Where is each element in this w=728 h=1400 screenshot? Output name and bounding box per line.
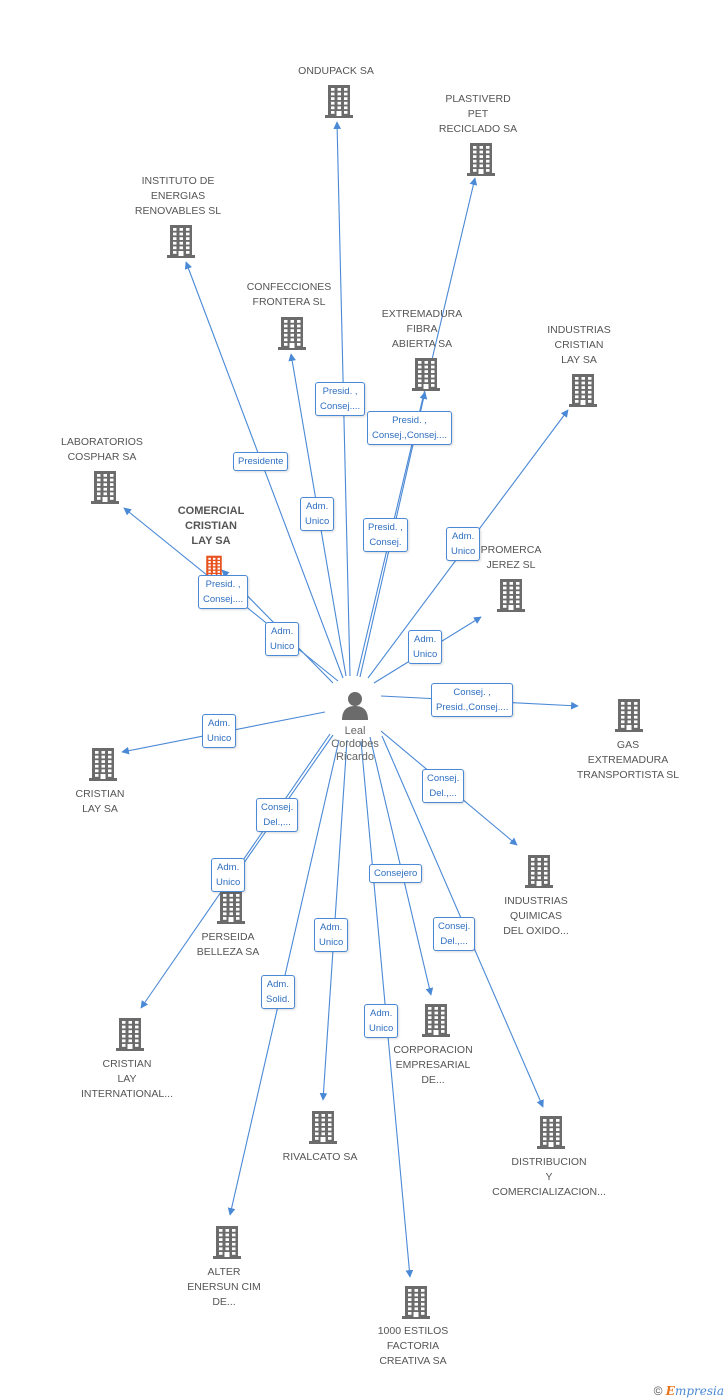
company-label-rivalcato[interactable]: RIVALCATO SA <box>282 1151 358 1163</box>
building-icon[interactable] <box>216 890 246 924</box>
relation-label-comercial-cristian[interactable]: Adm. Unico <box>265 622 300 656</box>
company-label-corporacion[interactable]: CORPORACION EMPRESARIAL DE... <box>393 1044 473 1086</box>
person-icon[interactable] <box>341 690 369 720</box>
building-icon[interactable] <box>496 578 526 612</box>
relation-label-1000-estilos[interactable]: Adm. Unico <box>364 1004 399 1038</box>
company-label-industrias-cristian[interactable]: INDUSTRIAS CRISTIAN LAY SA <box>547 324 611 366</box>
company-label-industrias-quimicas[interactable]: INDUSTRIAS QUIMICAS DEL OXIDO... <box>503 895 569 937</box>
company-label-comercial-cristian[interactable]: COMERCIAL CRISTIAN LAY SA <box>177 505 245 547</box>
company-label-promerca[interactable]: PROMERCA JEREZ SL <box>480 544 542 571</box>
company-label-plastiverd[interactable]: PLASTIVERD PET RECICLADO SA <box>438 93 518 135</box>
relation-label-industrias-cristian[interactable]: Adm. Unico <box>446 527 481 561</box>
building-icon[interactable] <box>166 224 196 258</box>
relation-label-plastiverd[interactable]: Presid. , Consej.,Consej.... <box>367 411 452 445</box>
copyright-symbol: © <box>653 1384 663 1398</box>
building-icon[interactable] <box>88 747 118 781</box>
relation-label-gas-extremadura[interactable]: Consej. , Presid.,Consej.... <box>431 683 514 717</box>
person-name[interactable]: Leal Cordobes Ricardo <box>331 725 379 763</box>
building-icon[interactable] <box>212 1225 242 1259</box>
relation-label-cristian-lay-intl[interactable]: Adm. Unico <box>211 858 246 892</box>
relation-label-laboratorios[interactable]: Presid. , Consej.... <box>198 575 249 609</box>
company-label-distribucion[interactable]: DISTRIBUCION Y COMERCIALIZACION... <box>492 1156 606 1198</box>
relation-label-perseida[interactable]: Consej. Del.,... <box>256 798 299 832</box>
relation-label-ondupack[interactable]: Presid. , Consej.... <box>315 382 366 416</box>
building-icon[interactable] <box>614 698 644 732</box>
company-label-cristian-lay-intl[interactable]: CRISTIAN LAY INTERNATIONAL... <box>81 1058 173 1100</box>
building-icon[interactable] <box>411 357 441 391</box>
relation-label-industrias-quimicas[interactable]: Consej. Del.,... <box>422 769 465 803</box>
company-label-1000-estilos[interactable]: 1000 ESTILOS FACTORIA CREATIVA SA <box>377 1325 449 1367</box>
relation-label-extremadura-fibra[interactable]: Presid. , Consej. <box>363 518 408 552</box>
relation-label-cristian-lay[interactable]: Adm. Unico <box>202 714 237 748</box>
company-label-gas-extremadura[interactable]: GAS EXTREMADURA TRANSPORTISTA SL <box>576 739 680 781</box>
relation-label-rivalcato[interactable]: Adm. Unico <box>314 918 349 952</box>
company-label-laboratorios[interactable]: LABORATORIOS COSPHAR SA <box>61 436 143 463</box>
company-label-perseida[interactable]: PERSEIDA BELLEZA SA <box>196 931 260 958</box>
relation-label-instituto[interactable]: Presidente <box>233 452 289 471</box>
building-icon[interactable] <box>115 1017 145 1051</box>
building-icon[interactable] <box>421 1003 451 1037</box>
company-label-alter-enersun[interactable]: ALTER ENERSUN CIM DE... <box>187 1266 261 1308</box>
relation-label-distribucion[interactable]: Consej. Del.,... <box>433 917 476 951</box>
relation-label-alter-enersun[interactable]: Adm. Solid. <box>261 975 295 1009</box>
building-icon[interactable] <box>277 316 307 350</box>
building-icon[interactable] <box>90 470 120 504</box>
building-icon[interactable] <box>466 142 496 176</box>
company-label-cristian-lay[interactable]: CRISTIAN LAY SA <box>75 788 125 815</box>
empresia-logo[interactable]: Empresia <box>665 1384 724 1398</box>
building-icon[interactable] <box>324 84 354 118</box>
building-icon[interactable] <box>308 1110 338 1144</box>
relation-label-confecciones[interactable]: Adm. Unico <box>300 497 335 531</box>
company-label-ondupack[interactable]: ONDUPACK SA <box>298 65 374 77</box>
relation-label-promerca[interactable]: Adm. Unico <box>408 630 443 664</box>
footer: © Empresia <box>654 1384 724 1398</box>
relation-label-corporacion[interactable]: Consejero <box>369 864 423 883</box>
company-label-extremadura-fibra[interactable]: EXTREMADURA FIBRA ABIERTA SA <box>381 308 463 350</box>
building-icon[interactable] <box>524 854 554 888</box>
building-icon[interactable] <box>536 1115 566 1149</box>
building-icon[interactable] <box>568 373 598 407</box>
building-icon[interactable] <box>401 1285 431 1319</box>
company-label-confecciones[interactable]: CONFECCIONES FRONTERA SL <box>246 281 332 308</box>
company-label-instituto[interactable]: INSTITUTO DE ENERGIAS RENOVABLES SL <box>134 175 222 217</box>
